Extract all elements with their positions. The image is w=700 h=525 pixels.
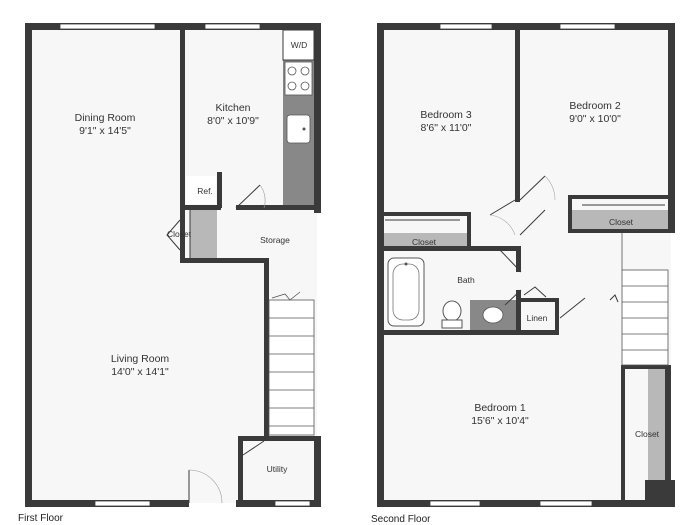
linen-label: Linen — [527, 313, 548, 323]
storage-label: Storage — [260, 235, 290, 245]
closet-shelf — [190, 210, 217, 258]
bedroom1-dimensions: 15'6" x 10'4" — [471, 415, 529, 427]
second-floor-windows — [429, 23, 616, 507]
refrigerator-icon — [186, 176, 216, 204]
door-icon — [235, 184, 261, 209]
first-floor-title: First Floor — [18, 513, 64, 524]
corner-block — [645, 480, 675, 507]
kitchen-name: Kitchen — [215, 102, 250, 114]
dining-room-dimensions: 9'1" x 14'5" — [79, 125, 131, 137]
refrigerator-label: Ref. — [197, 186, 213, 196]
second-floor-plan: Bedroom 3 8'6" x 11'0" Bedroom 2 9'0" x … — [371, 23, 675, 525]
stove-burner-icon — [300, 81, 310, 91]
bedroom1-closet-shelf — [648, 369, 665, 480]
living-room-dimensions: 14'0" x 14'1" — [111, 366, 169, 378]
bath-label: Bath — [457, 275, 475, 285]
bedroom1-name: Bedroom 1 — [474, 402, 526, 414]
bedroom2-name: Bedroom 2 — [569, 100, 621, 112]
second-floor-walls — [377, 23, 675, 507]
bedroom3-closet-label: Closet — [412, 237, 437, 247]
first-floor-stairs — [268, 291, 315, 436]
living-room-name: Living Room — [111, 353, 170, 365]
bedroom3-closet-shelf — [384, 233, 467, 246]
bedroom3-dimensions: 8'6" x 11'0" — [421, 122, 472, 134]
bedroom2-dimensions: 9'0" x 10'0" — [569, 113, 621, 125]
second-floor-stairs — [621, 233, 669, 366]
stove-burner-icon — [287, 66, 297, 76]
stove-burner-icon — [287, 81, 297, 91]
bath-sink-icon — [482, 306, 504, 324]
second-floor-doors — [489, 175, 619, 319]
first-floor-closet-label: Closet — [167, 229, 192, 239]
washer-dryer-box — [282, 29, 315, 61]
first-floor-windows — [59, 23, 311, 507]
bedroom1-closet-label: Closet — [635, 429, 660, 439]
bedroom3-name: Bedroom 3 — [420, 109, 472, 121]
utility-label: Utility — [267, 464, 289, 474]
kitchen-dimensions: 8'0" x 10'9" — [207, 115, 259, 127]
stove-burner-icon — [300, 66, 310, 76]
faucet-icon — [302, 127, 306, 131]
kitchen-sink-icon — [286, 114, 311, 144]
bedroom2-closet-label: Closet — [609, 217, 634, 227]
first-floor-plan: Dining Room 9'1" x 14'5" Kitchen 8'0" x … — [18, 23, 321, 524]
stove-icon — [284, 61, 313, 96]
second-floor-title: Second Floor — [371, 514, 431, 525]
toilet-icon — [442, 300, 462, 322]
bedroom2-closet-shelf — [572, 210, 668, 229]
dining-room-name: Dining Room — [75, 112, 136, 124]
utility-door-icon — [242, 440, 265, 456]
washer-dryer-label: W/D — [291, 40, 308, 50]
closet-door-icon — [166, 219, 181, 251]
